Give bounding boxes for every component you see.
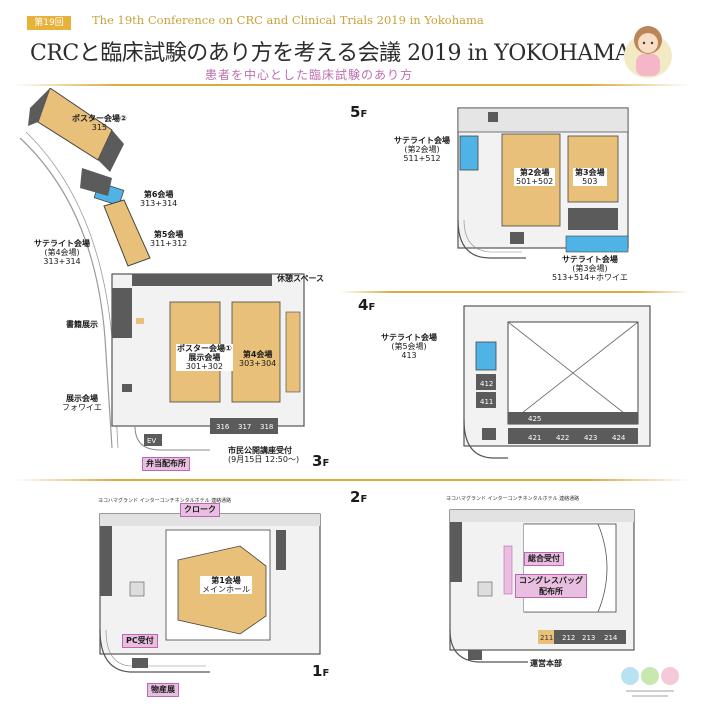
floor-2f: 2F — [350, 488, 368, 506]
goods-exhibition: 物産展 — [147, 683, 179, 697]
subtitle: 患者を中心とした臨床試験のあり方 — [205, 68, 414, 82]
map-4f — [463, 305, 651, 459]
lunch-point: 弁当配布所 — [142, 457, 190, 471]
hotel-passage-2f: ヨコハマグランド インターコンチネンタルホテル 連絡通路 — [446, 495, 579, 502]
rooms-4f-labels: 412 411 425 421 422 423 424 — [480, 380, 626, 442]
room-422: 422 — [556, 434, 569, 442]
general-reception: 総合受付 — [524, 552, 564, 566]
room-317: 317 — [238, 423, 251, 431]
label-satellite2: サテライト会場(第2会場)511+512 — [394, 136, 450, 163]
floor-4f: 4F — [358, 296, 376, 314]
map-1f: ヨコハマグランド インターコンチネンタルホテル 連絡通路 — [98, 497, 321, 673]
edition-badge: 第19回 — [27, 16, 71, 30]
room-425: 425 — [528, 415, 541, 423]
label-satellite4: サテライト会場(第4会場)313+314 — [34, 239, 90, 266]
mascot-illustration — [624, 26, 672, 78]
room-213: 213 — [582, 634, 595, 642]
room-211: 211 — [540, 634, 553, 642]
pc-reception: PC受付 — [122, 634, 158, 648]
label-satellite5: サテライト会場(第5会場)413 — [381, 333, 437, 360]
label-books: 書籍展示 — [66, 320, 98, 329]
title-japanese: CRCと臨床試験のあり方を考える会議 2019 in YOKOHAMA — [30, 41, 631, 66]
room-214: 214 — [604, 634, 618, 642]
room-212: 212 — [562, 634, 575, 642]
map-3f: 316 317 318 EV — [19, 88, 305, 451]
label-public-reg: 市民公開講座受付(9月15日 12:50〜) — [228, 446, 300, 464]
room-318: 318 — [260, 423, 273, 431]
hotel-passage-1f: ヨコハマグランド インターコンチネンタルホテル 連絡通路 — [98, 497, 231, 504]
room-316: 316 — [216, 423, 230, 431]
floor-1f: 1F — [312, 662, 330, 680]
label-hq: 運営本部 — [528, 658, 564, 669]
cloak-point: クローク — [180, 503, 220, 517]
label-exhibit: 展示会場フォワイエ — [62, 394, 102, 412]
room-423: 423 — [584, 434, 597, 442]
ev-3f: EV — [147, 437, 156, 445]
label-satellite3: サテライト会場(第3会場)513+514+ホワイエ — [552, 255, 628, 282]
room-412: 412 — [480, 380, 493, 388]
label-rest: 休憩スペース — [277, 274, 325, 283]
congress-bag-point: コングレスバッグ配布所 — [515, 574, 587, 598]
floor-3f: 3F — [312, 452, 330, 470]
floor-5f: 5F — [350, 103, 368, 121]
label-hall1: 第1会場メインホール — [200, 576, 252, 594]
event-logo — [621, 667, 679, 697]
room-421: 421 — [528, 434, 541, 442]
room-424: 424 — [612, 434, 626, 442]
title-english: The 19th Conference on CRC and Clinical … — [92, 13, 484, 27]
map-5f — [457, 107, 629, 259]
room-411: 411 — [480, 398, 493, 406]
